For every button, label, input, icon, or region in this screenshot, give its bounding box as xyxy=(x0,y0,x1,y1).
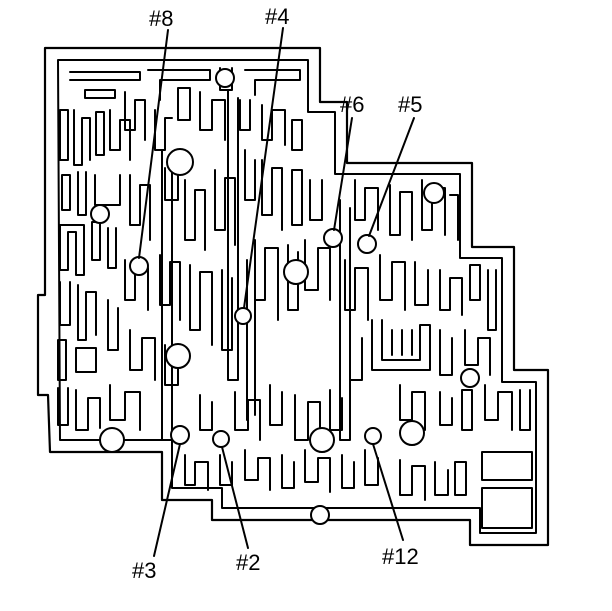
check-ball-12 xyxy=(364,427,382,445)
bore-circle xyxy=(460,368,480,388)
bore-circle xyxy=(310,505,330,525)
check-ball-2 xyxy=(212,430,230,448)
callout-label-8: #8 xyxy=(149,6,173,31)
bore-circle xyxy=(165,343,191,369)
check-ball-4 xyxy=(234,307,252,325)
callout-label-2: #2 xyxy=(236,550,260,575)
check-ball-8 xyxy=(129,256,149,276)
right-channel-group xyxy=(344,179,531,431)
check-ball-6 xyxy=(323,228,343,248)
bottom-channel-group xyxy=(184,384,533,529)
valve-body-inner-outline xyxy=(57,59,537,534)
leader-line-3 xyxy=(153,443,181,557)
callout-label-4: #4 xyxy=(265,4,289,29)
callout-label-5: #5 xyxy=(398,92,422,117)
callout-label-group: #8 #4 #6 #5 #3 #2 #12 xyxy=(132,4,422,583)
leader-line-8 xyxy=(138,29,169,259)
leader-line-12 xyxy=(372,443,404,541)
leader-line-5 xyxy=(368,117,415,237)
bore-circle xyxy=(166,148,194,176)
bore-circle xyxy=(309,427,335,453)
bore-circle xyxy=(90,204,110,224)
bore-circle xyxy=(399,420,425,446)
leader-line-4 xyxy=(243,27,284,309)
callout-label-6: #6 xyxy=(340,92,364,117)
leader-line-2 xyxy=(221,446,249,549)
check-ball-3 xyxy=(170,425,190,445)
bore-circle xyxy=(215,68,235,88)
check-ball-5 xyxy=(357,234,377,254)
bore-circle xyxy=(99,427,125,453)
callout-label-12: #12 xyxy=(382,544,419,569)
callout-label-3: #3 xyxy=(132,558,156,583)
bore-group xyxy=(90,68,480,525)
leader-line-group xyxy=(138,27,415,557)
bore-circle xyxy=(423,182,445,204)
long-passage-group xyxy=(161,89,351,441)
bore-circle xyxy=(283,259,309,285)
leader-line-6 xyxy=(333,117,353,231)
